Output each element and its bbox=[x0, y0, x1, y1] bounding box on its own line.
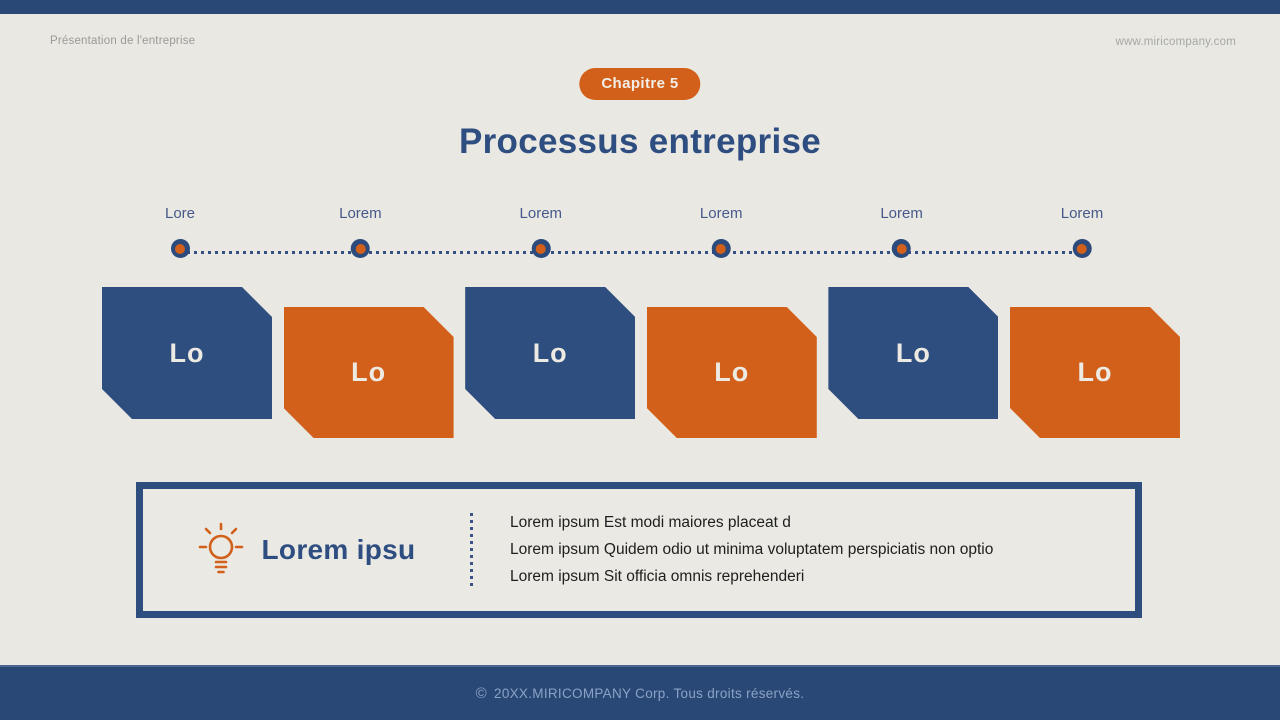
presentation-name: Présentation de l'entreprise bbox=[50, 35, 196, 47]
timeline-step-label: Lorem bbox=[699, 205, 743, 222]
timeline-step-6: Lorem bbox=[1060, 205, 1104, 258]
timeline-dot-icon bbox=[711, 239, 731, 258]
process-box-label: Lo bbox=[169, 337, 205, 368]
process-box-6: Lo bbox=[1010, 307, 1180, 438]
company-url: www.miricompany.com bbox=[1115, 36, 1236, 48]
chapter-badge: Chapitre 5 bbox=[579, 68, 701, 100]
timeline-dot-icon bbox=[531, 239, 551, 258]
timeline-dot-icon bbox=[1072, 239, 1092, 258]
timeline-step-label: Lorem bbox=[880, 205, 923, 222]
timeline-dot-icon bbox=[350, 239, 370, 258]
process-box-3: Lo bbox=[465, 287, 635, 419]
copyright-icon: © bbox=[475, 685, 488, 702]
timeline-dot-icon bbox=[892, 239, 912, 258]
timeline-step-2: Lorem bbox=[339, 205, 382, 258]
timeline-step-3: Lorem bbox=[519, 205, 563, 258]
info-line: Lorem ipsum Quidem odio ut minima volupt… bbox=[510, 541, 994, 558]
info-line: Lorem ipsum Est modi maiores placeat d bbox=[510, 514, 791, 531]
info-callout-left: Lorem ipsu bbox=[143, 522, 470, 578]
process-box-label: Lo bbox=[1077, 357, 1113, 387]
info-callout-box: Lorem ipsu Lorem ipsum Est modi maiores … bbox=[136, 482, 1142, 618]
lightbulb-icon bbox=[198, 522, 243, 574]
timeline-step-label: Lorem bbox=[1060, 205, 1104, 222]
timeline-dot-icon bbox=[170, 239, 190, 258]
info-heading: Lorem ipsu bbox=[261, 534, 416, 565]
footer-bar: © 20XX.MIRICOMPANY Corp. Tous droits rés… bbox=[0, 665, 1280, 720]
timeline-step-5: Lorem bbox=[880, 205, 923, 258]
process-box-label: Lo bbox=[895, 337, 931, 368]
timeline-step-1: Lore bbox=[165, 205, 195, 258]
timeline-step-label: Lore bbox=[164, 205, 196, 222]
process-box-label: Lo bbox=[532, 337, 568, 368]
copyright-text: 20XX.MIRICOMPANY Corp. Tous droits réser… bbox=[494, 686, 805, 701]
process-box-2: Lo bbox=[284, 307, 454, 438]
timeline-step-4: Lorem bbox=[699, 205, 743, 258]
process-boxes-row: Lo Lo Lo Lo Lo Lo bbox=[102, 287, 1180, 439]
process-box-label: Lo bbox=[351, 357, 387, 387]
dotted-divider bbox=[470, 513, 473, 587]
timeline-dotted-line bbox=[180, 251, 1082, 254]
process-box-4: Lo bbox=[647, 307, 817, 438]
timeline-step-label: Lorem bbox=[339, 205, 382, 222]
timeline-step-label: Lorem bbox=[519, 205, 563, 222]
process-box-1: Lo bbox=[102, 287, 272, 419]
process-box-5: Lo bbox=[828, 287, 998, 419]
top-accent-bar bbox=[0, 0, 1280, 14]
process-timeline: Lore Lorem Lorem Lorem Lorem Lorem bbox=[165, 205, 1103, 271]
info-text-list: Lorem ipsum Est modi maiores placeat d L… bbox=[473, 514, 993, 586]
process-box-label: Lo bbox=[714, 357, 750, 387]
info-line: Lorem ipsum Sit officia omnis reprehende… bbox=[510, 568, 805, 585]
page-title: Processus entreprise bbox=[458, 122, 821, 161]
